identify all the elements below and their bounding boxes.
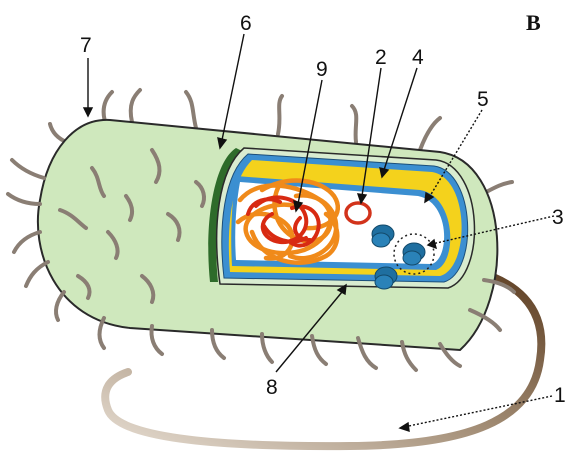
label-1: 1 [554,384,566,407]
label-5: 5 [477,88,489,111]
label-7: 7 [80,34,92,57]
label-3: 3 [552,206,564,229]
label-6: 6 [240,12,252,35]
label-9: 9 [316,58,328,81]
label-4: 4 [412,46,424,69]
panel-label: B [526,10,541,35]
label-8: 8 [266,376,278,399]
label-2: 2 [375,46,387,69]
